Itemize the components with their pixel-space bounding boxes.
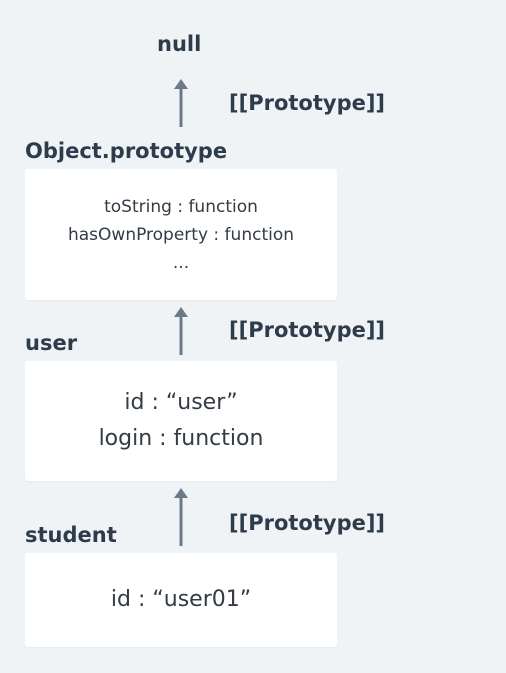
user-property: login : function <box>98 426 264 451</box>
student-box: id : “user01” <box>25 553 337 647</box>
object-prototype-property: toString : function <box>104 196 258 217</box>
prototype-label-1: [[Prototype]] <box>229 91 386 115</box>
object-prototype-property: hasOwnProperty : function <box>67 224 295 245</box>
object-prototype-box: toString : function hasOwnProperty : fun… <box>25 169 337 300</box>
prototype-arrow-icon <box>174 307 188 355</box>
prototype-label-2: [[Prototype]] <box>229 318 386 342</box>
student-property: id : “user01” <box>110 587 252 612</box>
prototype-label-3: [[Prototype]] <box>229 511 386 535</box>
prototype-arrow-icon <box>174 488 188 546</box>
user-box: id : “user” login : function <box>25 361 337 481</box>
null-label: null <box>157 32 202 56</box>
prototype-arrow-icon <box>174 79 188 127</box>
user-title: user <box>25 331 78 355</box>
student-title: student <box>25 523 117 547</box>
user-property: id : “user” <box>124 390 238 415</box>
object-prototype-property: ... <box>172 252 190 273</box>
object-prototype-title: Object.prototype <box>25 139 228 163</box>
